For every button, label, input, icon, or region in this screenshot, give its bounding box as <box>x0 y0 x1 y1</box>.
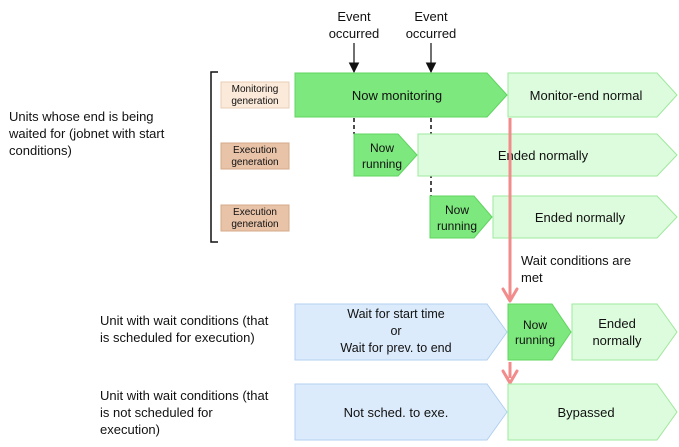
svg-text:running: running <box>362 157 402 171</box>
event2-line1: Event <box>414 9 448 24</box>
svg-text:Monitor-end normal: Monitor-end normal <box>530 88 643 103</box>
svg-text:Now: Now <box>370 141 394 155</box>
wait-met-line1: Wait conditions are <box>521 253 631 268</box>
state-wait-for-start: Wait for start time or Wait for prev. to… <box>294 303 508 361</box>
event-marker-2: Event occurred <box>406 9 457 74</box>
svg-text:Bypassed: Bypassed <box>557 405 614 420</box>
svg-text:running: running <box>437 219 477 233</box>
svg-text:Execution: Execution <box>233 145 277 156</box>
svg-text:generation: generation <box>231 219 278 230</box>
wait-met-line2: met <box>521 270 543 285</box>
svg-text:generation: generation <box>231 157 278 168</box>
state-now-monitoring: Now monitoring <box>294 72 508 118</box>
svg-text:Not sched. to exe.: Not sched. to exe. <box>344 405 449 420</box>
wait-met-arrow <box>501 118 519 385</box>
svg-text:Monitoring: Monitoring <box>232 84 279 95</box>
svg-text:generation: generation <box>231 96 278 107</box>
svg-text:Now monitoring: Now monitoring <box>352 88 442 103</box>
svg-text:or: or <box>390 324 401 338</box>
svg-text:Ended normally: Ended normally <box>535 210 626 225</box>
state-now-running-3: Now running <box>507 303 572 361</box>
svg-text:running: running <box>515 333 555 347</box>
event1-line2: occurred <box>329 26 380 41</box>
label-waited-units: Units whose end is being waited for (job… <box>9 109 165 158</box>
event2-line2: occurred <box>406 26 457 41</box>
svg-text:Ended normally: Ended normally <box>498 148 589 163</box>
state-monitor-end-normal: Monitor-end normal <box>507 72 678 118</box>
event-marker-1: Event occurred <box>329 9 380 74</box>
state-not-scheduled: Not sched. to exe. <box>294 383 508 441</box>
svg-text:Execution: Execution <box>233 207 277 218</box>
label-unscheduled-unit: Unit with wait conditions (that is not s… <box>100 388 269 437</box>
label-scheduled-unit: Unit with wait conditions (that is sched… <box>100 313 269 345</box>
state-bypassed: Bypassed <box>507 383 678 441</box>
state-ended-normally-1: Ended normally <box>417 133 678 177</box>
state-now-running-2: Now running <box>429 195 493 239</box>
svg-text:Ended: Ended <box>598 316 636 331</box>
svg-text:normally: normally <box>592 333 642 348</box>
state-ended-normally-2: Ended normally <box>492 195 678 239</box>
svg-text:Wait for prev. to end: Wait for prev. to end <box>340 341 451 355</box>
svg-text:Now: Now <box>445 203 469 217</box>
state-ended-normally-3: Ended normally <box>571 303 678 361</box>
state-now-running-1: Now running <box>353 133 418 177</box>
tag-monitoring-generation: Monitoring generation <box>220 81 290 109</box>
tag-execution-generation-2: Execution generation <box>220 204 290 232</box>
event1-line1: Event <box>337 9 371 24</box>
tag-execution-generation-1: Execution generation <box>220 142 290 170</box>
bracket <box>210 71 218 243</box>
svg-text:Wait for start time: Wait for start time <box>347 307 445 321</box>
svg-text:Now: Now <box>523 318 547 332</box>
